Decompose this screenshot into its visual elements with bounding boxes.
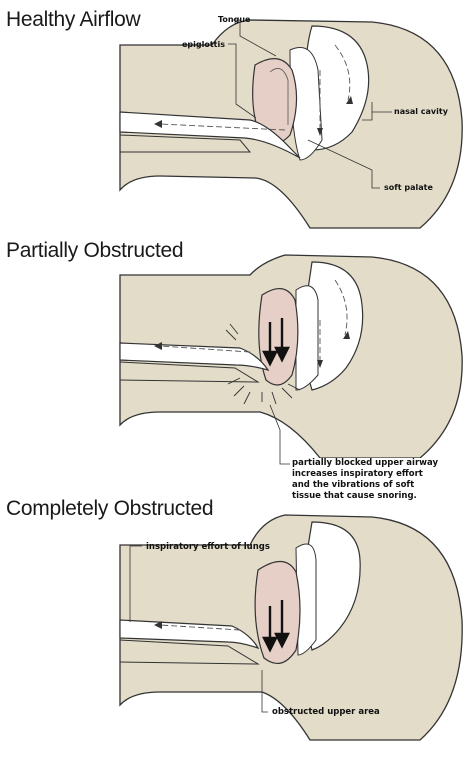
label-inspiratory-effort: inspiratory effort of lungs: [146, 542, 270, 552]
label-obstructed-area: obstructed upper area: [272, 707, 380, 717]
tongue: [255, 561, 300, 663]
